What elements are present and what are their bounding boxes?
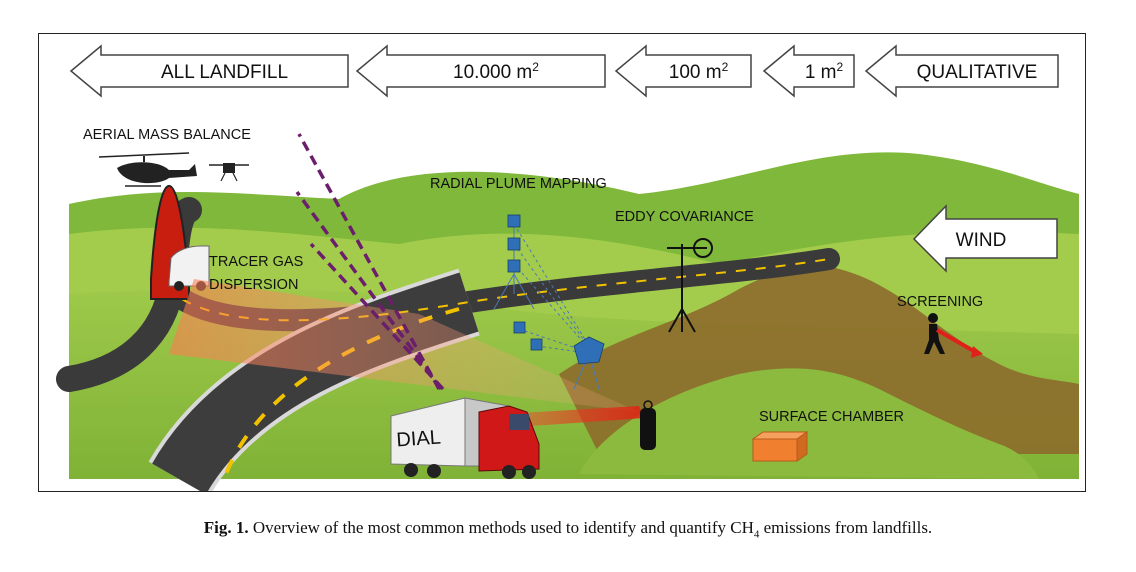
scale-arrow-label-100: 100 m2: [669, 60, 729, 83]
drone-icon: [209, 163, 249, 182]
caption-label: Fig. 1.: [203, 518, 249, 537]
landfill-cap-green: [579, 368, 1039, 479]
tracer-gas-label-line1: TRACER GAS: [209, 254, 303, 270]
scale-arrow-10000: [355, 44, 606, 98]
aerial-mass-balance-label: AERIAL MASS BALANCE: [83, 127, 251, 143]
surface-chamber-icon: [751, 431, 809, 462]
scale-arrow-label-10000: 10.000 m2: [453, 60, 539, 83]
scale-arrow-label-all-landfill: ALL LANDFILL: [161, 62, 288, 83]
tracer-cylinder-icon: [640, 400, 656, 450]
eddy-covariance-label: EDDY COVARIANCE: [615, 209, 754, 225]
scale-arrow-label-qualitative: QUALITATIVE: [917, 62, 1038, 83]
scale-arrows: ALL LANDFILL 10.000 m2 100 m2 1 m2 QUALITATI…: [69, 44, 1059, 98]
figure-caption: Fig. 1. Overview of the most common meth…: [0, 518, 1136, 540]
caption-text-before: Overview of the most common methods used…: [248, 518, 754, 537]
scale-arrow-all-landfill: [69, 44, 349, 98]
dial-laser-beams: [295, 133, 445, 391]
wind-arrow: WIND: [912, 204, 1058, 273]
dial-truck-icon: DIAL: [390, 397, 540, 479]
tracer-cone: [169, 279, 639, 412]
eddy-covariance-tower: [667, 238, 713, 333]
screening-label: SCREENING: [897, 294, 983, 310]
scale-arrow-superscript-10000: 2: [532, 60, 539, 74]
dial-label: DIAL: [396, 426, 442, 451]
surface-chamber-label: SURFACE CHAMBER: [759, 409, 904, 425]
helicopter-icon: [98, 152, 197, 187]
wind-label: WIND: [956, 230, 1007, 251]
landfill-methods-scene: ALL LANDFILL 10.000 m2 100 m2 1 m2 QUALITATI…: [56, 44, 1079, 491]
figure-frame: ALL LANDFILL 10.000 m2 100 m2 1 m2 QUALITATI…: [38, 33, 1086, 492]
radial-plume-tower: [493, 223, 600, 390]
scale-arrow-qualitative: [864, 44, 1059, 98]
scale-arrow-superscript-100: 2: [722, 60, 729, 74]
scale-arrow-100: [614, 44, 752, 98]
radial-mirror-icons: [507, 214, 605, 365]
scale-arrow-superscript-1: 2: [837, 60, 844, 74]
tracer-gas-label-line2: DISPERSION: [209, 277, 298, 293]
caption-subscript: 4: [753, 528, 760, 541]
screening-person-icon: [924, 313, 983, 358]
scale-arrow-1: [762, 44, 855, 98]
caption-text-after: emissions from landfills.: [759, 518, 933, 537]
scale-arrow-label-1: 1 m2: [805, 60, 844, 83]
radial-plume-mapping-label: RADIAL PLUME MAPPING: [430, 176, 607, 192]
